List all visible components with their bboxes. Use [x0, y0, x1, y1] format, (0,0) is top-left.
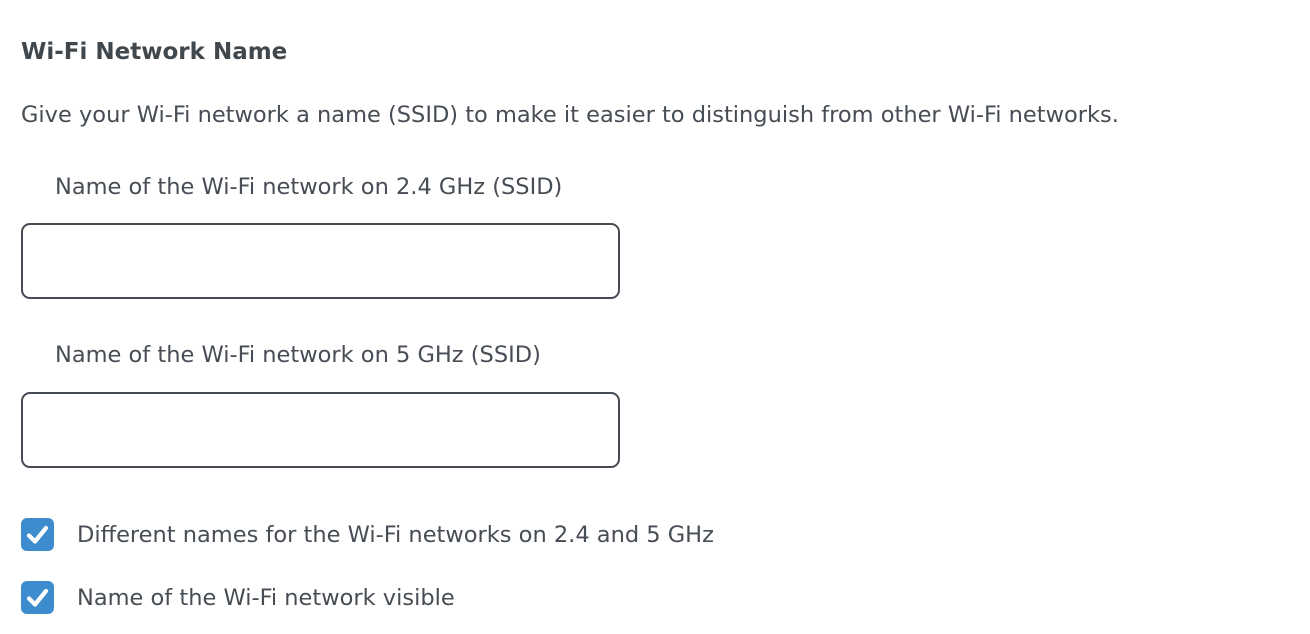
ssid-24ghz-field-group: Name of the Wi-Fi network on 2.4 GHz (SS… [21, 173, 1310, 299]
check-icon [25, 522, 50, 547]
section-title: Wi-Fi Network Name [21, 39, 288, 65]
network-visible-checkbox-label: Name of the Wi-Fi network visible [77, 584, 455, 611]
network-visible-checkbox-row: Name of the Wi-Fi network visible [21, 581, 1310, 614]
different-names-checkbox-row: Different names for the Wi-Fi networks o… [21, 518, 1310, 551]
check-icon [25, 585, 50, 610]
ssid-5ghz-field-group: Name of the Wi-Fi network on 5 GHz (SSID… [21, 341, 1310, 468]
wifi-network-name-section: Wi-Fi Network Name Give your Wi-Fi netwo… [21, 39, 1310, 614]
network-visible-checkbox[interactable] [21, 581, 54, 614]
ssid-5ghz-label: Name of the Wi-Fi network on 5 GHz (SSID… [55, 342, 541, 368]
different-names-checkbox[interactable] [21, 518, 54, 551]
ssid-24ghz-input[interactable] [21, 223, 620, 299]
different-names-checkbox-label: Different names for the Wi-Fi networks o… [77, 521, 714, 548]
section-description: Give your Wi-Fi network a name (SSID) to… [21, 102, 1119, 128]
ssid-24ghz-label: Name of the Wi-Fi network on 2.4 GHz (SS… [55, 174, 563, 200]
ssid-5ghz-input[interactable] [21, 392, 620, 468]
